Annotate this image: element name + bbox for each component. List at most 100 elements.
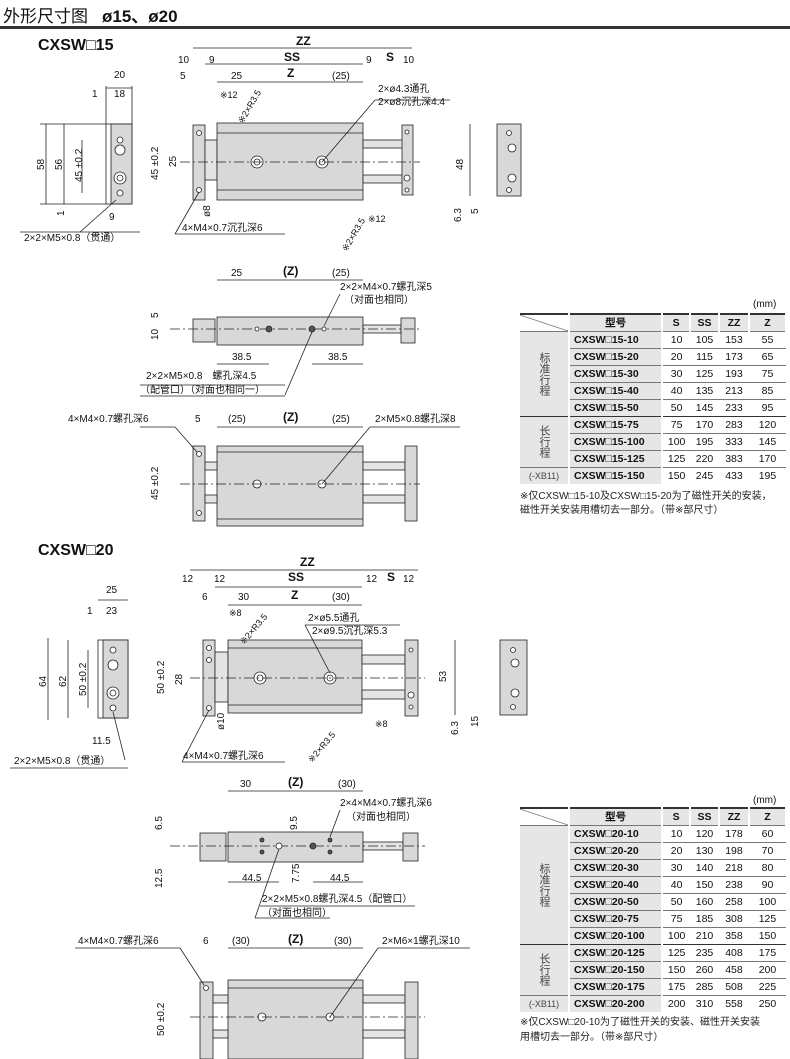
cell-value: 383 xyxy=(719,449,749,467)
dim-label: (25) xyxy=(332,414,350,425)
dim-label: 10 xyxy=(403,55,415,66)
header-corner xyxy=(520,313,570,331)
end-view-15 xyxy=(469,123,522,197)
dim-label: Z xyxy=(287,66,295,80)
dim-label: (Z) xyxy=(283,264,299,278)
cell-model: CXSW□15-150 xyxy=(569,466,664,484)
dim-label: 56 xyxy=(54,158,65,170)
cell-value: 95 xyxy=(748,398,786,416)
dim-label: 50 ±0.2 xyxy=(78,662,89,696)
cell-value: 558 xyxy=(719,994,749,1012)
cell-value: 150 xyxy=(662,466,690,484)
top-view-15 xyxy=(174,47,450,235)
group-long-code: (-XB11) xyxy=(520,466,570,484)
dim-label: 38.5 xyxy=(232,352,252,363)
cell-value: 50 xyxy=(662,892,690,910)
callout-label: （配管口）（对面也相同一） xyxy=(140,385,265,396)
dim-label: 10 xyxy=(150,328,161,340)
cell-value: 85 xyxy=(748,381,786,399)
callout-label: 2×2×M4×0.7螺孔深5 xyxy=(340,282,432,293)
group-long-stroke: 长行程 xyxy=(520,943,570,995)
cell-value: 10 xyxy=(662,824,690,842)
dim-label: 9 xyxy=(109,212,115,223)
section-heading-20: CXSW□20 xyxy=(38,542,114,559)
dim-label: 64 xyxy=(38,675,49,687)
cell-value: 130 xyxy=(689,841,720,859)
dim-label: (Z) xyxy=(283,410,299,424)
callout-label: 2×2×M5×0.8 螺孔深4.5 xyxy=(146,371,257,382)
dim-label: 9 xyxy=(366,55,372,66)
cell-value: 105 xyxy=(689,330,720,348)
cell-model: CXSW□20-10 xyxy=(569,824,664,842)
dim-label: (30) xyxy=(232,936,250,947)
dim-label: (30) xyxy=(338,779,356,790)
callout-label: 2×2×M5×0.8（贯通） xyxy=(14,756,111,767)
callout-label: 2×ø4.3通孔 xyxy=(378,84,430,95)
dim-label: (25) xyxy=(332,268,350,279)
header-model: 型号 xyxy=(569,807,664,825)
cell-value: 195 xyxy=(748,466,786,484)
dim-label: 1 xyxy=(92,89,98,100)
table-note: 用槽切去一部分。（带※部尺寸） xyxy=(520,1032,664,1043)
dim-label: 58 xyxy=(36,158,47,170)
dim-label: 53 xyxy=(438,670,449,682)
cell-value: 10 xyxy=(662,330,690,348)
dim-label: 44.5 xyxy=(330,873,350,884)
dim-label: 7.75 xyxy=(291,863,302,883)
side-view-2-20 xyxy=(170,790,425,919)
dim-label: 1 xyxy=(87,606,93,617)
side-view-15 xyxy=(20,86,140,233)
cell-value: 160 xyxy=(689,892,720,910)
title-sizes: ø15、ø20 xyxy=(102,7,178,26)
cell-value: 30 xyxy=(662,858,690,876)
dim-label: 5 xyxy=(150,312,161,318)
dim-label: 11.5 xyxy=(92,736,111,747)
dim-label: 50 ±0.2 xyxy=(156,660,167,694)
dim-label: 25 xyxy=(231,268,243,279)
dim-label: 45 ±0.2 xyxy=(150,146,161,180)
cell-value: 100 xyxy=(662,432,690,450)
cell-value: 200 xyxy=(748,960,786,978)
dim-label: ※8 xyxy=(375,719,388,729)
header-ss: SS xyxy=(689,807,721,825)
cell-value: 408 xyxy=(719,943,749,961)
callout-label: 2×4×M4×0.7螺孔深6 xyxy=(340,798,432,809)
dim-label: S xyxy=(386,50,395,64)
cell-model: CXSW□15-125 xyxy=(569,449,664,467)
cell-model: CXSW□15-40 xyxy=(569,381,664,399)
dim-label: (25) xyxy=(228,414,246,425)
dim-label: 5 xyxy=(195,414,201,425)
header-ss: SS xyxy=(689,313,721,331)
cell-value: 195 xyxy=(689,432,720,450)
dim-label: 6.3 xyxy=(453,208,464,222)
callout-label: 2×ø9.5沉孔深5.3 xyxy=(312,626,388,637)
cell-model: CXSW□20-200 xyxy=(569,994,664,1012)
cell-model: CXSW□15-10 xyxy=(569,330,664,348)
cell-model: CXSW□15-20 xyxy=(569,347,664,365)
cell-value: 178 xyxy=(719,824,749,842)
cell-value: 260 xyxy=(689,960,720,978)
callout-label: 2×ø5.5通孔 xyxy=(308,613,360,624)
dim-label: 6 xyxy=(203,936,209,947)
title-text: 外形尺寸图 xyxy=(3,7,88,26)
dim-label: ※12 xyxy=(368,214,386,224)
dim-label: 45 ±0.2 xyxy=(150,466,161,500)
dim-label: 12 xyxy=(214,574,226,585)
callout-label: 4×M4×0.7螺孔深6 xyxy=(183,751,264,762)
cell-value: 358 xyxy=(719,926,749,944)
cell-value: 115 xyxy=(689,347,720,365)
dim-label: (30) xyxy=(332,592,350,603)
table-note: ※仅CXSW□20-10为了磁性开关的安装、磁性开关安装 xyxy=(520,1017,760,1028)
